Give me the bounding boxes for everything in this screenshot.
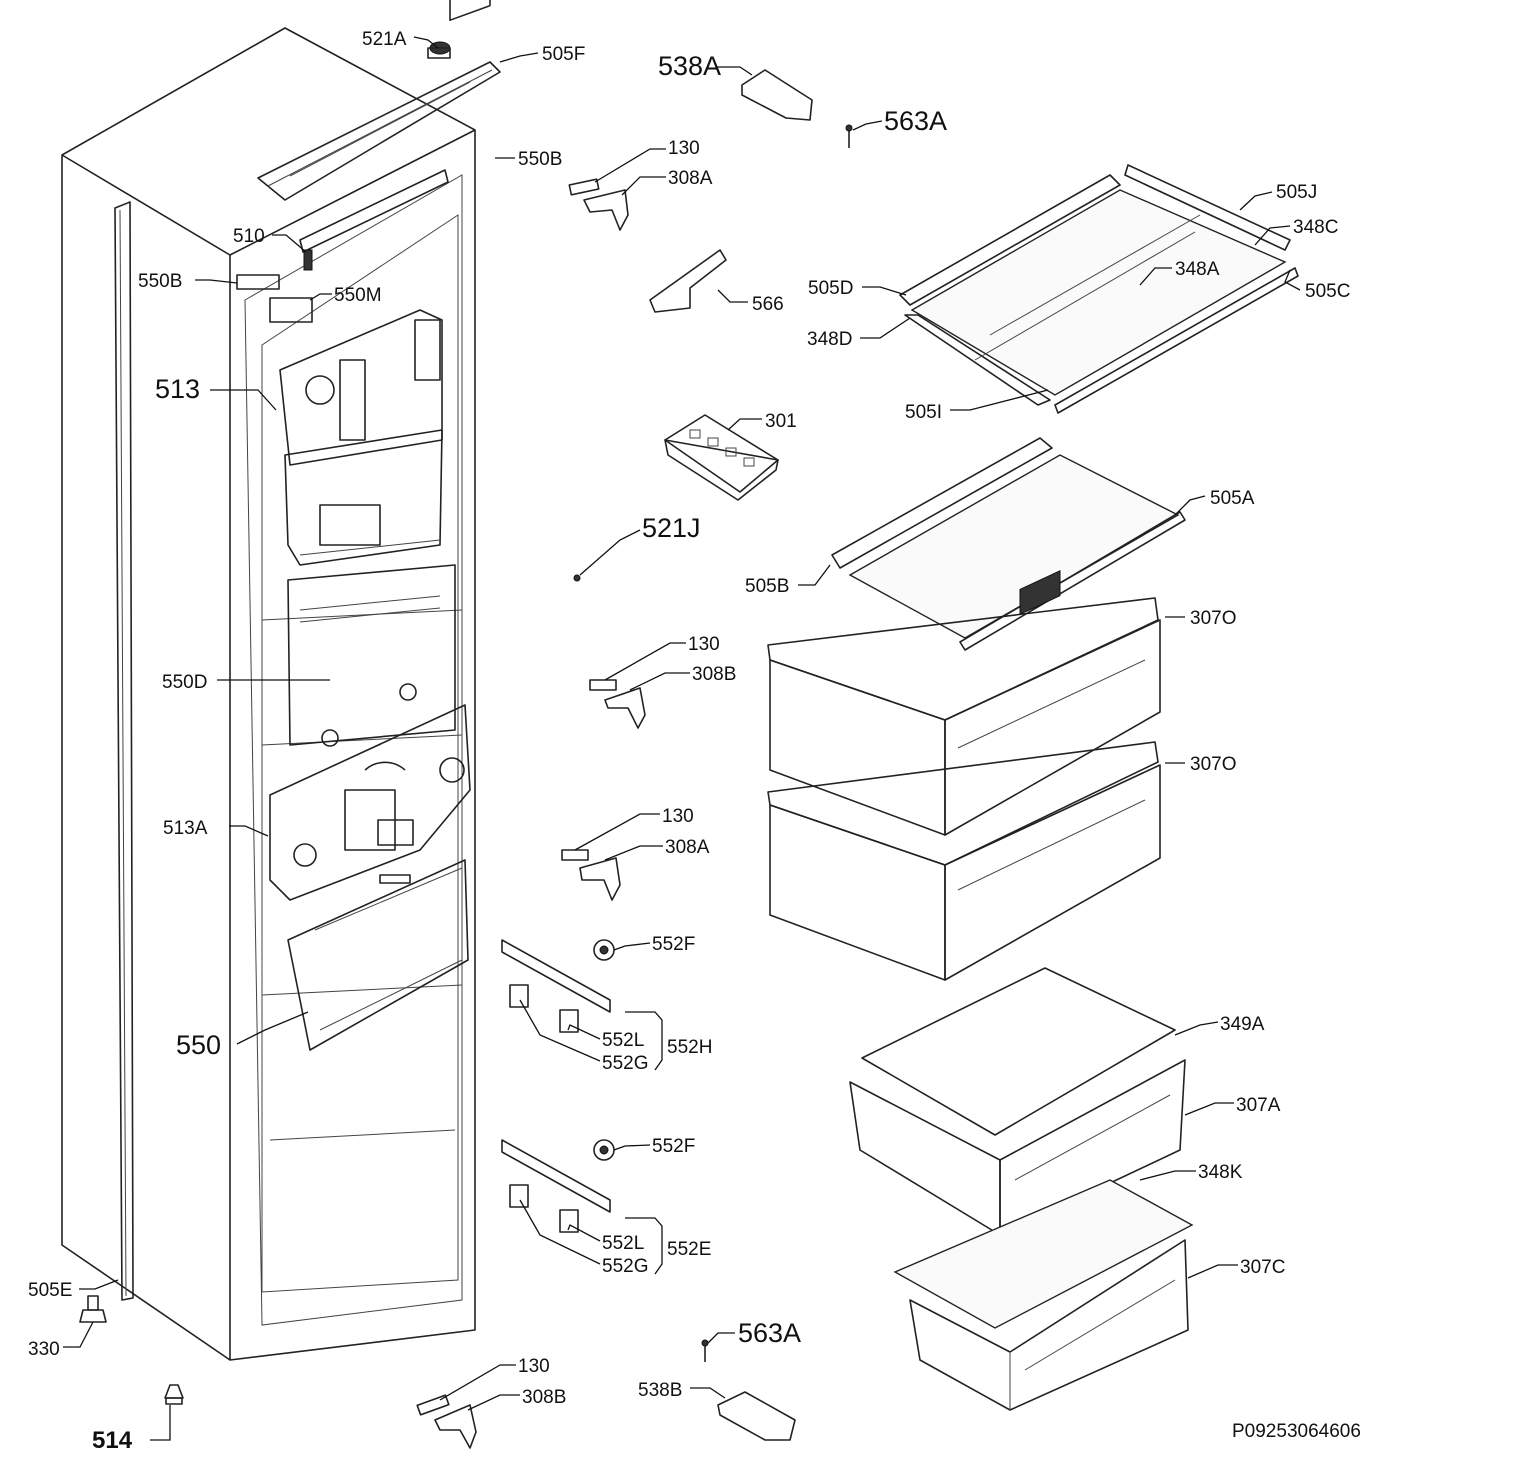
label-505A: 505A [1210, 488, 1255, 509]
strip-550B-right [449, 0, 491, 22]
label-308A-b: 308A [665, 837, 710, 858]
label-563A-top: 563A [884, 106, 947, 136]
label-330: 330 [28, 1339, 60, 1360]
label-563A-bottom: 563A [738, 1318, 801, 1348]
hinge-308B-a [604, 687, 646, 729]
label-308B-a: 308B [692, 664, 736, 685]
pad-130-c [561, 849, 589, 861]
hinge-308A-a [583, 189, 629, 231]
pad-130-a [568, 178, 600, 196]
label-550: 550 [176, 1030, 221, 1060]
upper-glass-shelf [899, 164, 1299, 414]
label-130-a: 130 [668, 138, 700, 159]
label-566: 566 [752, 294, 784, 315]
label-307O-lower: 307O [1190, 754, 1236, 775]
hinge-308A-b [579, 857, 621, 901]
label-505J: 505J [1276, 182, 1317, 203]
label-505C: 505C [1305, 281, 1350, 302]
label-307C: 307C [1240, 1257, 1285, 1278]
label-505E: 505E [28, 1280, 72, 1301]
label-552L-b: 552L [602, 1233, 644, 1254]
screw-563A-top [845, 124, 853, 148]
label-130-d: 130 [518, 1356, 550, 1377]
label-552H: 552H [667, 1037, 712, 1058]
foot-330 [79, 1295, 107, 1323]
label-552E: 552E [667, 1239, 711, 1260]
label-550B-left: 550B [138, 271, 182, 292]
label-538A: 538A [658, 51, 721, 81]
label-514: 514 [92, 1427, 133, 1454]
label-301: 301 [765, 411, 797, 432]
refrigerator-cabinet [61, 27, 476, 1361]
label-348D: 348D [807, 329, 852, 350]
lower-glass-shelf [831, 437, 1186, 651]
leader-lines [63, 36, 1301, 1441]
label-550D: 550D [162, 672, 207, 693]
label-505B: 505B [745, 576, 789, 597]
hinge-538A [741, 69, 813, 121]
label-505D: 505D [808, 278, 853, 299]
roller-552F-a [593, 939, 615, 961]
clip-521A [427, 41, 451, 59]
air-duct-513 [279, 309, 443, 566]
label-552F-a: 552F [652, 934, 695, 955]
hinge-308B-b [434, 1404, 477, 1449]
label-349A: 349A [1220, 1014, 1265, 1035]
strip-550B-left [236, 274, 280, 290]
cover-550 [287, 859, 469, 1051]
panel-550D [287, 564, 456, 747]
drawer-307O-upper [767, 597, 1161, 836]
screw-521J [573, 574, 581, 582]
label-348C: 348C [1293, 217, 1338, 238]
label-550M: 550M [334, 285, 382, 306]
label-307A: 307A [1236, 1095, 1281, 1116]
label-521J: 521J [642, 513, 701, 543]
glass-plate-348K [893, 1179, 1194, 1329]
top-rail-505F [257, 61, 501, 201]
hinge-538B [717, 1391, 796, 1441]
part-labels: 521A 505F 538A 563A 550B 130 308A 505J 3… [28, 29, 1361, 1454]
bracket-566 [649, 249, 727, 313]
screw-563A-bottom [701, 1339, 709, 1362]
label-552L-a: 552L [602, 1030, 644, 1051]
label-550B-right: 550B [518, 149, 562, 170]
label-308A-a: 308A [668, 168, 713, 189]
label-308B-b: 308B [522, 1387, 566, 1408]
air-duct-513A [269, 704, 471, 901]
label-552F-b: 552F [652, 1136, 695, 1157]
slide-rail-552E [501, 1139, 611, 1233]
label-307O-upper: 307O [1190, 608, 1236, 629]
drawer-cover-349A [861, 569, 1176, 1136]
label-130-b: 130 [688, 634, 720, 655]
ice-tray-301 [664, 414, 779, 501]
label-505F: 505F [542, 44, 585, 65]
roller-552F-b [593, 1139, 615, 1161]
label-348A: 348A [1175, 259, 1220, 280]
drawer-307C [909, 1239, 1189, 1411]
label-505I: 505I [905, 402, 942, 423]
label-130-c: 130 [662, 806, 694, 827]
plug-514 [164, 1384, 184, 1405]
slide-rail-552H [501, 939, 611, 1033]
label-348K: 348K [1198, 1162, 1243, 1183]
label-513: 513 [155, 374, 200, 404]
pad-130-b [589, 679, 617, 691]
drawing-number: P09253064606 [1232, 1421, 1361, 1442]
pad-130-d [416, 1394, 450, 1416]
drawer-307O-lower [767, 741, 1161, 981]
label-513A: 513A [163, 818, 208, 839]
label-538B: 538B [638, 1380, 682, 1401]
panel-550M [269, 297, 313, 323]
label-552G-b: 552G [602, 1256, 648, 1277]
label-510: 510 [233, 226, 265, 247]
label-552G-a: 552G [602, 1053, 648, 1074]
label-521A-top: 521A [362, 29, 407, 50]
